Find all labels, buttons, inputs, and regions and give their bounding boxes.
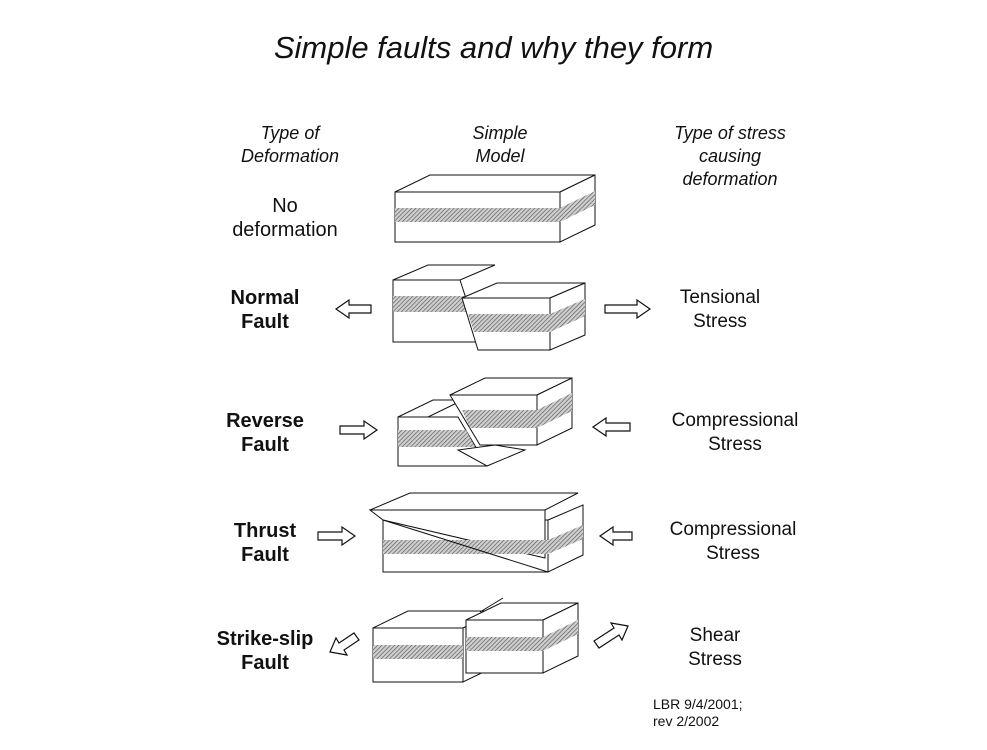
arrow-up-right-icon bbox=[593, 622, 629, 649]
label-strike-slip-fault: Strike-slip Fault bbox=[216, 628, 314, 674]
label-compressional-stress-thrust: Compressional Stress bbox=[669, 519, 797, 564]
label-normal-fault: Normal Fault bbox=[230, 287, 300, 333]
arrow-right-icon bbox=[339, 419, 379, 441]
arrow-right-icon bbox=[604, 298, 652, 320]
label-no-deformation: No deformation bbox=[232, 195, 338, 241]
block-normal-fault bbox=[392, 264, 586, 351]
label-reverse-fault: Reverse Fault bbox=[226, 410, 304, 456]
label-tensional-stress: Tensional Stress bbox=[679, 287, 761, 332]
label-compressional-stress-reverse: Compressional Stress bbox=[671, 410, 799, 455]
header-type-of-deformation: Type of Deformation bbox=[240, 123, 340, 166]
block-strike-slip bbox=[372, 597, 579, 683]
block-reverse-fault bbox=[397, 377, 573, 467]
arrow-right-icon bbox=[317, 525, 357, 547]
arrow-left-icon bbox=[591, 416, 631, 438]
arrow-left-icon bbox=[598, 525, 633, 547]
credit-note: LBR 9/4/2001; rev 2/2002 bbox=[653, 696, 743, 729]
arrow-left-icon bbox=[334, 298, 372, 320]
page-title: Simple faults and why they form bbox=[273, 30, 714, 65]
block-no-deformation bbox=[394, 174, 596, 243]
arrow-down-left-icon bbox=[329, 632, 360, 656]
header-simple-model: Simple Model bbox=[472, 123, 528, 166]
block-thrust-fault bbox=[368, 492, 584, 573]
header-type-of-stress: Type of stress causing deformation bbox=[674, 123, 786, 189]
label-thrust-fault: Thrust Fault bbox=[233, 520, 297, 566]
label-shear-stress: Shear Stress bbox=[688, 625, 742, 670]
